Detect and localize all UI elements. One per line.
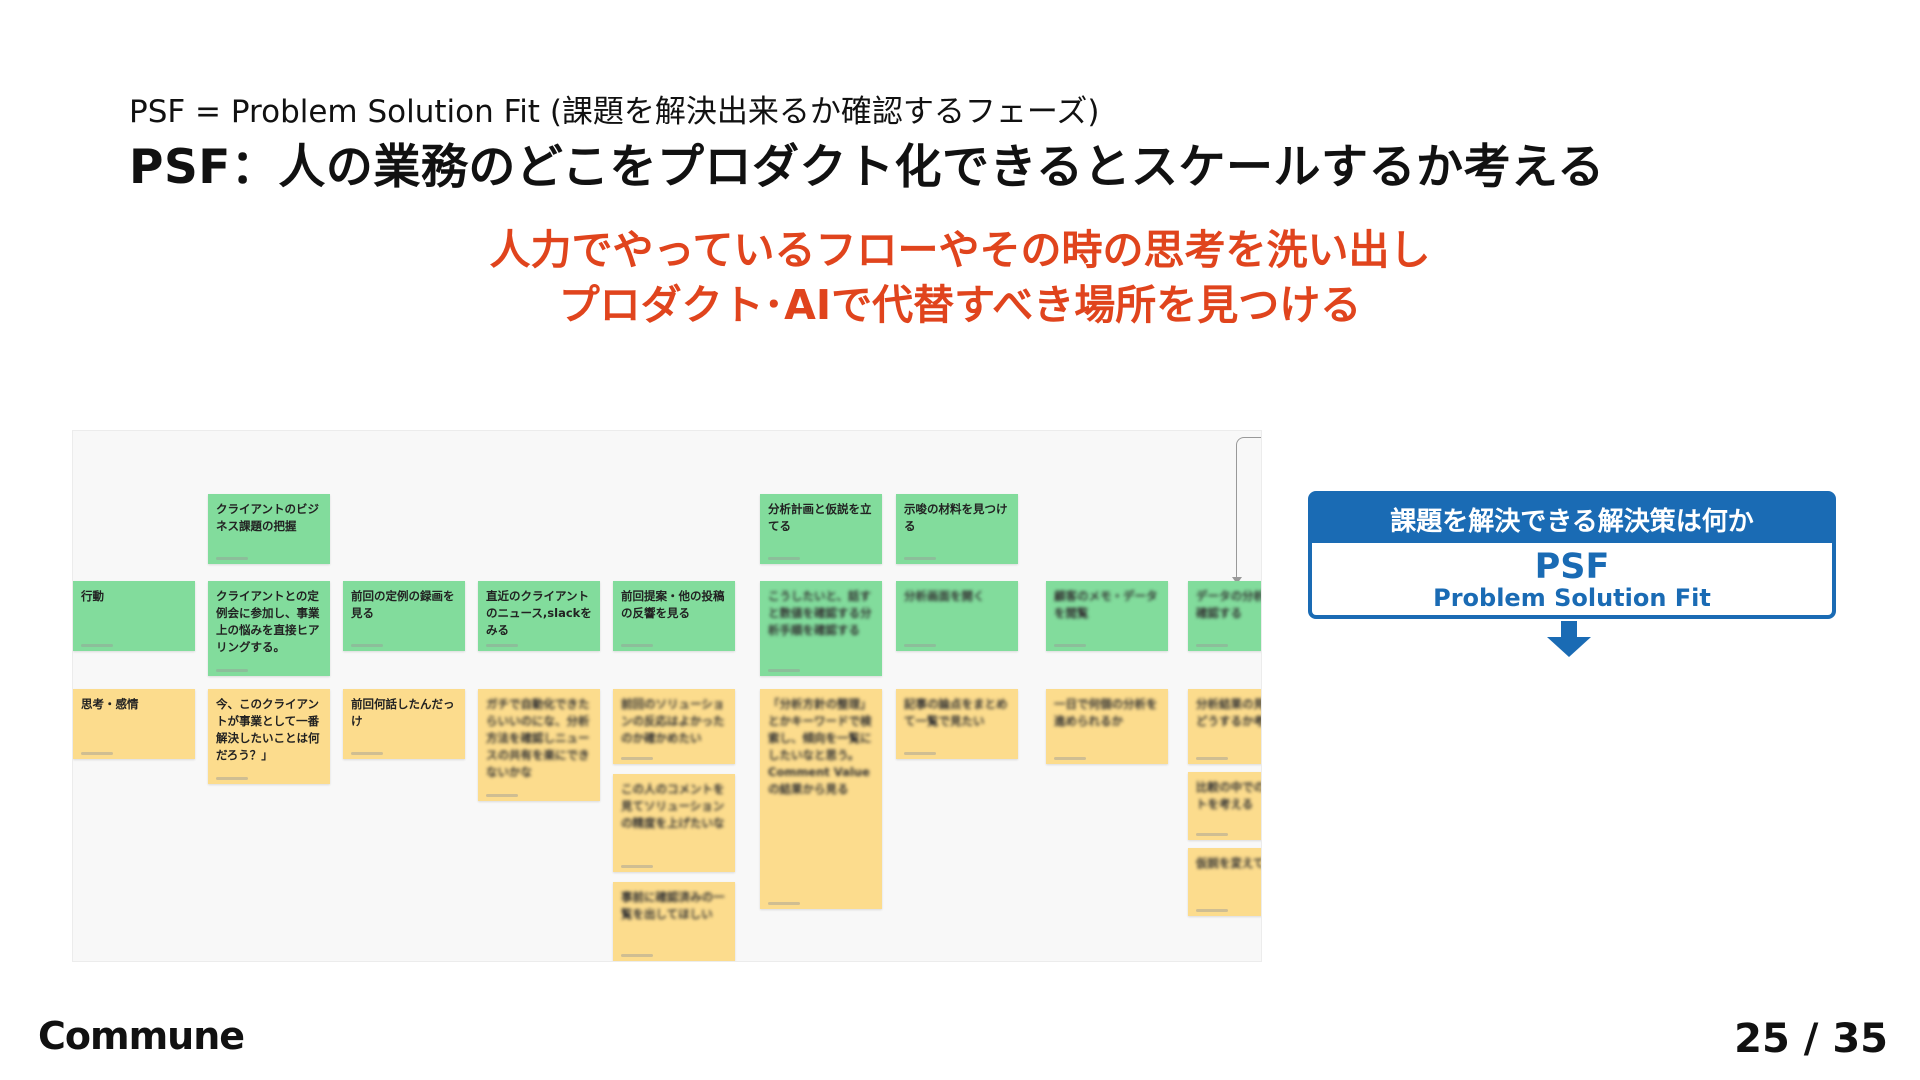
sticky-note-text: 分析画面を開く: [904, 588, 1010, 605]
sticky-note-thought[interactable]: 仮説を変えて考える: [1188, 848, 1262, 916]
sticky-note-author: [486, 794, 518, 797]
sticky-note-action[interactable]: 行動: [73, 581, 195, 651]
sticky-note-author: [486, 644, 518, 647]
page-indicator: 25 / 35: [1734, 1016, 1888, 1062]
sticky-note-text: 事前に確認済みの一覧を出してほしい: [621, 889, 727, 923]
sticky-note-text: 今、このクライアントが事業として一番解決したいことは何だろう？」: [216, 696, 322, 764]
brand-logo: Commune: [38, 1014, 244, 1058]
psf-card: 課題を解決できる解決策は何か PSF Problem Solution Fit: [1308, 491, 1836, 619]
sticky-note-author: [621, 865, 653, 868]
sticky-note-thought[interactable]: ガチで自動化できたらいいのにな、分析方法を確認しニュースの共有を楽にできないかな: [478, 689, 600, 801]
sticky-note-author: [216, 669, 248, 672]
sticky-note-action[interactable]: 分析画面を開く: [896, 581, 1018, 651]
sticky-note-thought[interactable]: 事前に確認済みの一覧を出してほしい: [613, 882, 735, 961]
page-current: 25: [1734, 1016, 1790, 1062]
sticky-note-text: 前回何話したんだっけ: [351, 696, 457, 730]
sticky-note-text: 前回提案・他の投稿の反響を見る: [621, 588, 727, 622]
sticky-note-action[interactable]: 分析計画と仮説を立てる: [760, 494, 882, 564]
slide-title: PSF：人の業務のどこをプロダクト化できるとスケールするか考える: [129, 128, 1605, 197]
sticky-note-author: [216, 777, 248, 780]
sticky-note-text: データの分析方法を確認する: [1196, 588, 1262, 622]
sticky-note-author: [904, 644, 936, 647]
sticky-note-text: こうしたいと、話すと数値を確認する分析手順を確認する: [768, 588, 874, 639]
page-total: 35: [1832, 1016, 1888, 1062]
connector-arrow: [1236, 437, 1261, 582]
sticky-note-author: [1196, 757, 1228, 760]
sticky-note-thought[interactable]: 分析結果の見せ方をどうするか考える: [1188, 689, 1262, 764]
sticky-note-text: クライアントとの定例会に参加し、事業上の悩みを直接ヒアリングする。: [216, 588, 322, 656]
highlight-line-1: 人力でやっているフローやその時の思考を洗い出し: [0, 216, 1920, 276]
sticky-note-action[interactable]: こうしたいと、話すと数値を確認する分析手順を確認する: [760, 581, 882, 676]
sticky-note-text: 示唆の材料を見つける: [904, 501, 1010, 535]
sticky-note-author: [81, 752, 113, 755]
down-arrow-icon: [1547, 621, 1591, 657]
sticky-note-thought[interactable]: 思考・感情: [73, 689, 195, 759]
sticky-note-author: [1054, 644, 1086, 647]
sticky-note-action[interactable]: データの分析方法を確認する: [1188, 581, 1262, 651]
sticky-note-text: 「分析方針の整理」とかキーワードで検索し、傾向を一覧にしたいなと思う。Comme…: [768, 696, 874, 798]
sticky-note-thought[interactable]: 比較の中でのポイントを考える: [1188, 772, 1262, 840]
sticky-note-thought[interactable]: 今、このクライアントが事業として一番解決したいことは何だろう？」: [208, 689, 330, 784]
sticky-note-author: [768, 557, 800, 560]
sticky-note-author: [351, 752, 383, 755]
sticky-note-author: [1196, 909, 1228, 912]
sticky-note-author: [621, 954, 653, 957]
sticky-note-author: [621, 757, 653, 760]
sticky-note-text: 記事の論点をまとめて一覧で見たい: [904, 696, 1010, 730]
sticky-note-author: [621, 644, 653, 647]
sticky-note-author: [1196, 644, 1228, 647]
sticky-note-thought[interactable]: 一日で何個の分析を進められるか: [1046, 689, 1168, 764]
sticky-note-text: 分析結果の見せ方をどうするか考える: [1196, 696, 1262, 730]
sticky-note-action[interactable]: クライアントとの定例会に参加し、事業上の悩みを直接ヒアリングする。: [208, 581, 330, 676]
sticky-note-author: [768, 902, 800, 905]
slide-subtitle: PSF = Problem Solution Fit (課題を解決出来るか確認す…: [129, 86, 1099, 131]
sticky-note-thought[interactable]: 前回何話したんだっけ: [343, 689, 465, 759]
sticky-note-author: [1054, 757, 1086, 760]
sticky-note-text: 一日で何個の分析を進められるか: [1054, 696, 1160, 730]
sticky-note-author: [81, 644, 113, 647]
highlight-line-2: プロダクト･AIで代替すべき場所を見つける: [0, 271, 1920, 331]
sticky-note-author: [904, 752, 936, 755]
sticky-note-thought[interactable]: 「分析方針の整理」とかキーワードで検索し、傾向を一覧にしたいなと思う。Comme…: [760, 689, 882, 909]
sticky-note-author: [1196, 833, 1228, 836]
page-separator: /: [1804, 1016, 1833, 1062]
sticky-note-text: 行動: [81, 588, 187, 605]
sticky-note-text: 思考・感情: [81, 696, 187, 713]
psf-card-subtitle: Problem Solution Fit: [1312, 585, 1832, 611]
sticky-note-action[interactable]: 示唆の材料を見つける: [896, 494, 1018, 564]
psf-card-header: 課題を解決できる解決策は何か: [1312, 495, 1832, 543]
sticky-note-thought[interactable]: 記事の論点をまとめて一覧で見たい: [896, 689, 1018, 759]
sticky-note-text: 仮説を変えて考える: [1196, 855, 1262, 872]
sticky-note-text: 分析計画と仮説を立てる: [768, 501, 874, 535]
sticky-note-author: [351, 644, 383, 647]
sticky-note-text: この人のコメントを見てソリューションの精度を上げたいな: [621, 781, 727, 832]
sticky-note-text: 比較の中でのポイントを考える: [1196, 779, 1262, 813]
sticky-note-text: 前回のソリューションの反応はよかったのか確かめたい: [621, 696, 727, 747]
sticky-note-author: [904, 557, 936, 560]
sticky-note-text: ガチで自動化できたらいいのにな、分析方法を確認しニュースの共有を楽にできないかな: [486, 696, 592, 781]
sticky-note-action[interactable]: クライアントのビジネス課題の把握: [208, 494, 330, 564]
sticky-note-action[interactable]: 顧客のメモ・データを閲覧: [1046, 581, 1168, 651]
sticky-note-action[interactable]: 前回の定例の録画を見る: [343, 581, 465, 651]
sticky-note-text: クライアントのビジネス課題の把握: [216, 501, 322, 535]
sticky-note-thought[interactable]: この人のコメントを見てソリューションの精度を上げたいな: [613, 774, 735, 872]
psf-card-title: PSF: [1312, 549, 1832, 585]
sticky-note-author: [768, 669, 800, 672]
sticky-note-text: 直近のクライアントのニュース,slackをみる: [486, 588, 592, 639]
sticky-note-text: 顧客のメモ・データを閲覧: [1054, 588, 1160, 622]
sticky-note-text: 前回の定例の録画を見る: [351, 588, 457, 622]
sticky-note-thought[interactable]: 前回のソリューションの反応はよかったのか確かめたい: [613, 689, 735, 764]
sticky-note-author: [216, 557, 248, 560]
journey-board: クライアントのビジネス課題の把握行動 クライアントとの定例会に参加し、事業上の悩み…: [72, 430, 1262, 962]
sticky-note-action[interactable]: 直近のクライアントのニュース,slackをみる: [478, 581, 600, 651]
sticky-note-action[interactable]: 前回提案・他の投稿の反響を見る: [613, 581, 735, 651]
